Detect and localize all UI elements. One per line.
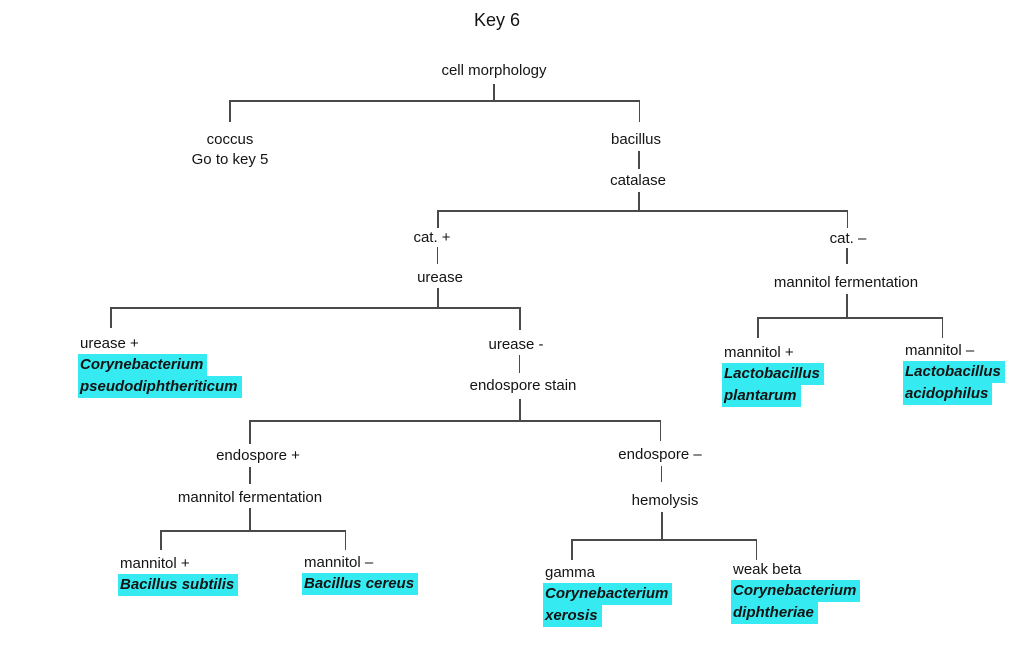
connector-line — [846, 294, 848, 317]
connector-line — [755, 539, 757, 560]
node-endospore-stain: endospore stain — [469, 377, 577, 394]
connector-line — [160, 530, 162, 550]
connector-line — [437, 288, 439, 307]
node-bacillus: bacillus — [610, 131, 662, 148]
connector-line — [638, 100, 640, 122]
diagram-title: Key 6 — [473, 10, 521, 30]
species-bacillus-subtilis: Bacillus subtilis — [118, 574, 239, 596]
connector-line — [437, 210, 439, 228]
connector-line — [436, 247, 438, 264]
connector-line — [160, 530, 346, 532]
node-endospore-neg: endospore – — [618, 446, 702, 463]
connector-line — [249, 467, 251, 484]
species-diphtheriae-line1: Corynebacterium — [731, 580, 861, 602]
node-weak-beta: weak beta — [733, 561, 802, 578]
connector-line — [941, 317, 943, 338]
species-xerosis-line2: xerosis — [543, 605, 602, 627]
species-pseudodiphtheriticum-line2: pseudodiphtheriticum — [78, 376, 242, 398]
node-urease-pos: urease + — [80, 335, 139, 352]
node-mannitol-neg-right: mannitol – — [905, 342, 975, 359]
node-cat-neg: cat. – — [829, 230, 867, 247]
connector-line — [659, 420, 661, 441]
connector-line — [229, 100, 640, 102]
species-plantarum-line1: Lactobacillus — [722, 363, 824, 385]
connector-line — [110, 307, 520, 309]
node-mannitol-pos-right: mannitol + — [724, 344, 794, 361]
node-coccus: coccus — [206, 131, 254, 148]
connector-line — [638, 192, 640, 210]
connector-line — [661, 512, 663, 539]
result-urease-pos: urease + Corynebacterium pseudodiphtheri… — [78, 333, 242, 398]
node-endospore-pos: endospore + — [216, 447, 300, 464]
connector-line — [519, 307, 521, 330]
connector-line — [757, 317, 943, 319]
connector-line — [846, 210, 848, 228]
node-mannitol-fermentation-bottom: mannitol fermentation — [177, 489, 323, 506]
connector-line — [519, 399, 521, 420]
node-mannitol-neg-bottom: mannitol – — [304, 554, 374, 571]
connector-line — [638, 151, 640, 169]
connector-line — [846, 248, 848, 264]
node-hemolysis: hemolysis — [631, 492, 699, 509]
species-plantarum-line2: plantarum — [722, 385, 801, 407]
result-catneg-mannitol-pos: mannitol + Lactobacillus plantarum — [722, 342, 824, 407]
connector-line — [249, 420, 660, 422]
node-mannitol-pos-bottom: mannitol + — [120, 555, 190, 572]
node-urease: urease — [417, 269, 463, 286]
connector-line — [571, 539, 757, 541]
species-xerosis-line1: Corynebacterium — [543, 583, 673, 605]
species-acidophilus-line2: acidophilus — [903, 383, 993, 405]
connector-line — [493, 84, 495, 101]
node-urease-neg: urease - — [488, 336, 544, 353]
species-acidophilus-line1: Lactobacillus — [903, 361, 1005, 383]
species-pseudodiphtheriticum-line1: Corynebacterium — [78, 354, 208, 376]
result-endo-mannitol-neg: mannitol – Bacillus cereus — [302, 552, 419, 595]
result-endo-mannitol-pos: mannitol + Bacillus subtilis — [118, 553, 239, 596]
node-catalase: catalase — [610, 172, 666, 189]
species-bacillus-cereus: Bacillus cereus — [302, 573, 419, 595]
node-coccus-action: Go to key 5 — [191, 151, 269, 168]
connector-line — [437, 210, 848, 212]
connector-line — [344, 530, 346, 550]
connector-line — [757, 317, 759, 338]
connector-line — [110, 307, 112, 328]
connector-line — [229, 100, 231, 122]
node-cat-pos: cat. + — [413, 229, 451, 246]
connector-line — [249, 420, 251, 444]
result-catneg-mannitol-neg: mannitol – Lactobacillus acidophilus — [903, 340, 1005, 405]
connector-line — [571, 539, 573, 560]
result-gamma: gamma Corynebacterium xerosis — [543, 562, 673, 627]
connector-line — [249, 508, 251, 530]
result-weak-beta: weak beta Corynebacterium diphtheriae — [731, 559, 861, 624]
node-cell-morphology: cell morphology — [441, 62, 547, 79]
species-diphtheriae-line2: diphtheriae — [731, 602, 818, 624]
node-gamma: gamma — [545, 564, 596, 581]
connector-line — [660, 466, 662, 482]
connector-line — [518, 355, 520, 373]
node-mannitol-fermentation-right: mannitol fermentation — [773, 274, 919, 291]
